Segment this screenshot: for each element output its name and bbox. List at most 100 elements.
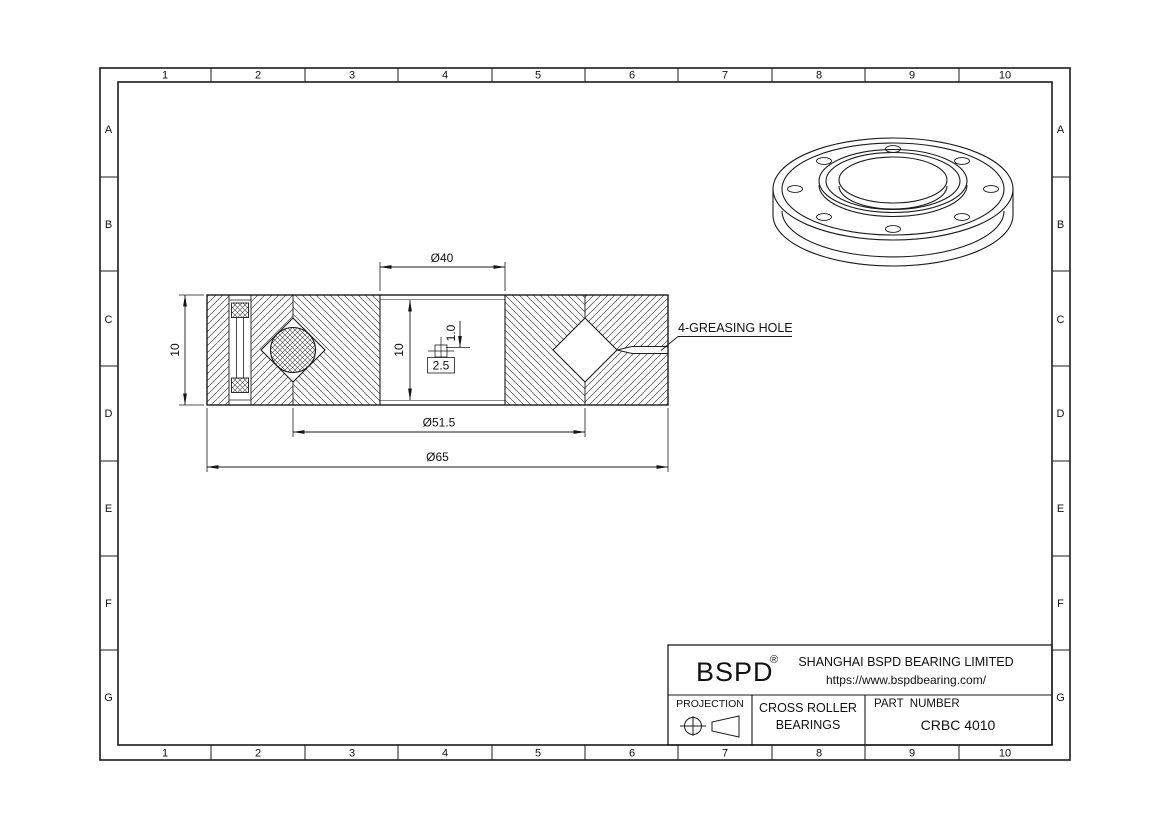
part-number-value: CRBC 4010: [921, 717, 996, 733]
grid-col-label: 1: [162, 748, 168, 760]
roller-crosshatch: [269, 326, 317, 374]
grid-col-label: 7: [722, 70, 728, 82]
grid-row-label: F: [105, 598, 112, 610]
dim-hole-pos-label: 2.5: [433, 359, 450, 373]
grid-row-label: B: [1057, 219, 1064, 231]
bore-chamfer-lines: [380, 299, 505, 401]
inner-ring-seam: [818, 184, 968, 218]
grid-ruler-bottom: 1 2 3 4 5 6 7 8 9 10: [162, 748, 1011, 760]
grid-row-label: A: [105, 124, 113, 136]
ring-split-lines: [292, 295, 586, 405]
inner-ring-outer-edge: [818, 148, 968, 214]
dim-width-inner-label: 10: [392, 343, 406, 357]
dimension-hole-pos: 2.5: [427, 357, 455, 374]
greasing-note: 4-GREASING HOLE: [660, 321, 793, 351]
outer-ring-bottom-edge: [772, 214, 1014, 267]
grid-col-label: 10: [999, 70, 1011, 82]
grid-row-label: G: [1056, 692, 1065, 704]
grid-row-label: D: [105, 408, 113, 420]
outer-ring-chamfer: [781, 142, 1005, 236]
product-name-line2: BEARINGS: [776, 718, 841, 732]
dim-bore-label: Ø40: [431, 251, 454, 265]
grid-col-label: 9: [909, 748, 915, 760]
bore-region: [380, 295, 505, 405]
mounting-hole: [983, 185, 999, 193]
dim-hole-dia-label: 1.0: [444, 324, 458, 341]
grid-col-label: 8: [816, 70, 822, 82]
grid-col-label: 10: [999, 748, 1011, 760]
grid-col-label: 4: [442, 748, 448, 760]
grid-col-label: 2: [255, 70, 261, 82]
isometric-view: [772, 137, 1014, 267]
grid-ruler-left: A B C D E F G: [104, 124, 113, 704]
mounting-holes: [787, 145, 999, 233]
dimension-bore: Ø40: [379, 251, 506, 291]
company-website: https://www.bspdbearing.com/: [826, 673, 987, 687]
mounting-hole: [954, 157, 970, 165]
company-name: SHANGHAI BSPD BEARING LIMITED: [798, 655, 1013, 669]
title-block: BSPD ® SHANGHAI BSPD BEARING LIMITED htt…: [667, 644, 1053, 746]
grid-ticks: [100, 68, 1070, 760]
dimension-width-inner: 10: [392, 299, 412, 401]
bolt-detail: [228, 295, 252, 405]
registered-trademark-symbol: ®: [770, 654, 778, 666]
grid-col-label: 5: [535, 70, 541, 82]
brand-logo-text: BSPD: [696, 657, 774, 687]
grid-col-label: 2: [255, 748, 261, 760]
bolt-hole-opening: [229, 295, 251, 405]
grid-ruler-right: A B C D E F G: [1056, 124, 1065, 704]
section-view: [206, 294, 669, 406]
inner-ring-chamfer: [825, 151, 961, 211]
part-number-label: PART NUMBER: [874, 698, 960, 710]
grid-row-label: F: [1057, 598, 1064, 610]
grid-row-label: G: [104, 692, 113, 704]
grid-col-label: 6: [629, 748, 635, 760]
greasing-note-label: 4-GREASING HOLE: [678, 321, 793, 335]
grid-col-label: 7: [722, 748, 728, 760]
bore-bottom-edge: [838, 185, 948, 210]
section-outline: [206, 294, 669, 406]
dim-outer-label: Ø65: [426, 450, 449, 464]
bore-walls: [379, 295, 506, 405]
projection-label: PROJECTION: [676, 698, 744, 710]
third-angle-projection-icon: [680, 715, 740, 738]
mounting-hole: [885, 145, 901, 153]
mounting-hole: [954, 213, 970, 221]
grid-col-label: 9: [909, 70, 915, 82]
grid-row-label: C: [105, 314, 113, 326]
grid-row-label: A: [1057, 124, 1065, 136]
mounting-hole: [885, 225, 901, 233]
mounting-hole: [787, 185, 803, 193]
grid-row-label: B: [105, 219, 112, 231]
mounting-hole: [816, 213, 832, 221]
grid-col-label: 3: [349, 748, 355, 760]
grid-col-label: 1: [162, 70, 168, 82]
dimension-width: 10: [168, 294, 204, 406]
greasing-channel: [616, 346, 668, 354]
dim-pitch-label: Ø51.5: [423, 416, 456, 430]
dimension-pitch: Ø51.5: [292, 408, 586, 437]
grid-ruler-top: 1 2 3 4 5 6 7 8 9 10: [162, 70, 1011, 82]
title-block-dividers: [668, 694, 1052, 745]
dimension-hole-dia: 1.0: [444, 321, 470, 348]
grid-col-label: 6: [629, 70, 635, 82]
dimension-outer: Ø65: [206, 408, 669, 472]
dim-width-label: 10: [168, 343, 182, 357]
dimensions: Ø40 10 10 1.0 2.5 Ø51.5 Ø65 4-GREASING H…: [168, 251, 793, 472]
bore-edge: [838, 156, 948, 204]
grid-row-label: E: [1057, 503, 1064, 515]
greasing-channel-fill: [617, 346, 668, 354]
grid-col-label: 8: [816, 748, 822, 760]
outer-ring-side-edges: [772, 189, 1014, 215]
product-name-line1: CROSS ROLLER: [759, 701, 857, 715]
grid-row-label: E: [105, 503, 112, 515]
grid-col-label: 5: [535, 748, 541, 760]
mounting-hole: [816, 157, 832, 165]
outer-ring-top-edge: [772, 137, 1014, 241]
grid-col-label: 4: [442, 70, 448, 82]
grid-row-label: C: [1057, 314, 1065, 326]
grid-row-label: D: [1057, 408, 1065, 420]
grid-col-label: 3: [349, 70, 355, 82]
